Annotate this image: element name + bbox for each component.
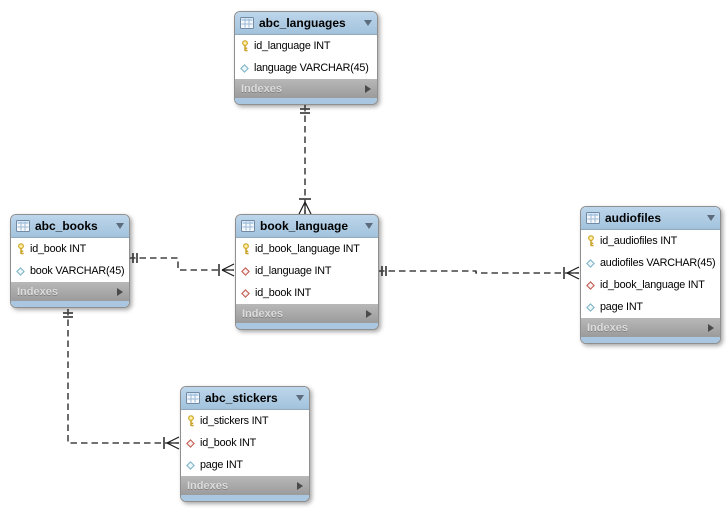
column-diamond-icon [585, 302, 596, 312]
fk-diamond-icon [585, 280, 596, 290]
relationship-line[interactable] [378, 270, 579, 274]
column-label: id_book INT [200, 437, 257, 449]
column-label: book VARCHAR(45) [30, 265, 125, 277]
indexes-label: Indexes [17, 285, 58, 298]
column-label: id_stickers INT [200, 415, 269, 427]
table-abc_languages[interactable]: abc_languages id_language INT language VAR… [234, 11, 378, 105]
table-name: audiofiles [605, 211, 662, 225]
triangle-right-icon[interactable] [117, 287, 123, 296]
column-label: language VARCHAR(45) [254, 62, 369, 74]
key-icon [15, 243, 26, 255]
table-header[interactable]: abc_languages [235, 12, 377, 35]
table-icon [186, 392, 200, 404]
relationship-book_language-to-audiofiles[interactable] [378, 266, 580, 280]
column-label: id_audiofiles INT [600, 235, 678, 247]
column-row[interactable]: id_stickers INT [181, 410, 309, 432]
chevron-down-icon[interactable] [707, 215, 715, 221]
column-diamond-icon [15, 266, 26, 276]
column-label: id_language INT [254, 40, 331, 52]
column-row[interactable]: language VARCHAR(45) [235, 57, 377, 79]
table-audiofiles[interactable]: audiofiles id_audiofiles INT audiofiles VA… [580, 206, 721, 344]
table-footer [581, 337, 720, 343]
column-row[interactable]: id_audiofiles INT [581, 230, 720, 252]
table-footer [11, 301, 129, 307]
column-label: page INT [200, 459, 243, 471]
indexes-bar[interactable]: Indexes [181, 476, 309, 495]
fk-diamond-icon [185, 438, 196, 448]
column-diamond-icon [239, 63, 250, 73]
relationship-line[interactable] [129, 257, 234, 271]
table-icon [241, 220, 255, 232]
indexes-label: Indexes [587, 321, 628, 334]
column-row[interactable]: id_book INT [236, 282, 378, 304]
table-header[interactable]: audiofiles [581, 207, 720, 230]
column-row[interactable]: book VARCHAR(45) [11, 260, 129, 282]
relationship-abc_books-to-abc_stickers[interactable] [63, 309, 180, 450]
key-icon [585, 235, 596, 247]
relationship-abc_languages-to-book_language[interactable] [298, 105, 312, 215]
table-abc_books[interactable]: abc_books id_book INT book VARCHAR(45) Inde… [10, 214, 130, 308]
column-row[interactable]: id_language INT [235, 35, 377, 57]
table-header[interactable]: abc_stickers [181, 387, 309, 410]
table-abc_stickers[interactable]: abc_stickers id_stickers INT id_book INT pa… [180, 386, 310, 502]
table-name: abc_stickers [205, 391, 278, 405]
chevron-down-icon[interactable] [365, 223, 373, 229]
column-label: id_book_language INT [600, 279, 705, 291]
fk-diamond-icon [240, 266, 251, 276]
column-label: id_language INT [255, 265, 332, 277]
indexes-label: Indexes [187, 479, 228, 492]
column-row[interactable]: page INT [181, 454, 309, 476]
indexes-label: Indexes [241, 82, 282, 95]
key-icon [239, 40, 250, 52]
indexes-bar[interactable]: Indexes [235, 79, 377, 98]
column-label: id_book INT [255, 287, 312, 299]
table-footer [181, 495, 309, 501]
table-footer [235, 98, 377, 104]
indexes-bar[interactable]: Indexes [236, 304, 378, 323]
triangle-right-icon[interactable] [366, 309, 372, 318]
table-icon [240, 17, 254, 29]
table-header[interactable]: abc_books [11, 215, 129, 238]
column-diamond-icon [185, 460, 196, 470]
column-row[interactable]: id_book INT [181, 432, 309, 454]
key-icon [185, 415, 196, 427]
fk-diamond-icon [240, 288, 251, 298]
triangle-right-icon[interactable] [708, 323, 714, 332]
chevron-down-icon[interactable] [116, 223, 124, 229]
triangle-right-icon[interactable] [297, 481, 303, 490]
triangle-right-icon[interactable] [365, 84, 371, 93]
indexes-bar[interactable]: Indexes [11, 282, 129, 301]
column-diamond-icon [585, 258, 596, 268]
table-book_language[interactable]: book_language id_book_language INT id_lang… [235, 214, 379, 330]
column-row[interactable]: id_book_language INT [581, 274, 720, 296]
column-label: page INT [600, 301, 643, 313]
column-row[interactable]: id_language INT [236, 260, 378, 282]
table-name: book_language [260, 219, 349, 233]
indexes-bar[interactable]: Indexes [581, 318, 720, 337]
table-header[interactable]: book_language [236, 215, 378, 238]
relationship-abc_books-to-book_language[interactable] [129, 253, 235, 277]
table-icon [16, 220, 30, 232]
table-footer [236, 323, 378, 329]
table-icon [586, 212, 600, 224]
column-label: id_book INT [30, 243, 87, 255]
indexes-label: Indexes [242, 307, 283, 320]
column-row[interactable]: id_book INT [11, 238, 129, 260]
relationship-line[interactable] [67, 309, 179, 444]
table-name: abc_languages [259, 16, 346, 30]
key-icon [240, 243, 251, 255]
table-name: abc_books [35, 219, 98, 233]
column-label: audiofiles VARCHAR(45) [600, 257, 716, 269]
column-label: id_book_language INT [255, 243, 360, 255]
column-row[interactable]: id_book_language INT [236, 238, 378, 260]
column-row[interactable]: page INT [581, 296, 720, 318]
column-row[interactable]: audiofiles VARCHAR(45) [581, 252, 720, 274]
chevron-down-icon[interactable] [364, 20, 372, 26]
chevron-down-icon[interactable] [296, 395, 304, 401]
